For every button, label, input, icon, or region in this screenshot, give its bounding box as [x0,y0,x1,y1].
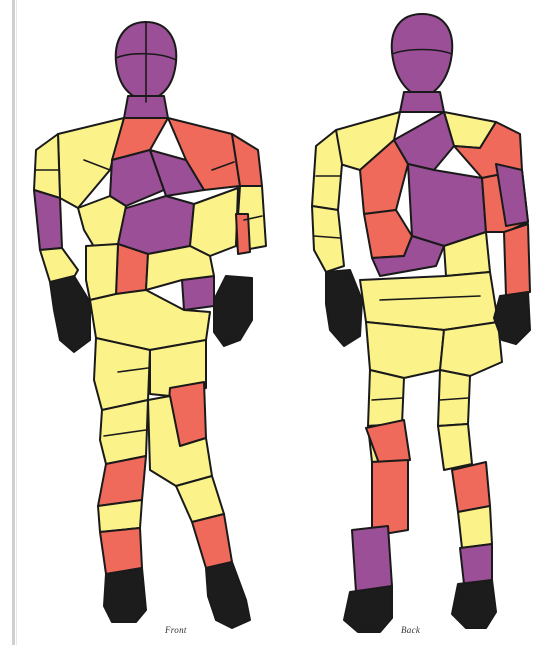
back-calf-right-purple [460,544,492,584]
back-caption: Back [401,625,420,635]
front-hand-right [214,276,252,346]
back-forearm-right [504,224,530,296]
back-hand-left [326,270,362,346]
front-hip-purple [182,276,214,310]
back-buttock-right [440,322,502,376]
back-shin-left-salmon [372,460,408,536]
back-forearm-left [312,206,344,272]
front-hip-salmon [116,244,148,294]
front-caption: Front [165,625,187,635]
front-shin-right-lower [192,514,232,568]
front-upper-arm-left [34,134,60,198]
back-buttock-left [366,322,444,378]
front-knee-left [98,456,146,506]
back-mid-purple [408,164,486,246]
front-abdomen-right [190,188,238,256]
back-mid-left-salmon [364,210,412,258]
front-shin-left-upper [98,500,142,532]
back-thigh-right-lower [438,424,472,470]
back-calf-left-purple [352,526,392,592]
front-hand-left [50,276,90,352]
back-neck [400,92,444,112]
back-shin-right-yellow [458,506,492,548]
front-elbow-left [34,190,62,250]
back-figure [312,14,530,632]
front-abdomen-left [78,196,126,250]
back-foot-left [344,586,392,632]
front-pelvis-left [86,244,118,300]
front-figure [34,22,266,628]
back-foot-right [452,580,496,628]
back-head [392,14,453,98]
front-forearm-right-salmon [236,214,250,254]
front-foot-right [206,562,250,628]
front-foot-left [104,568,146,622]
front-shin-left-lower [100,528,142,574]
back-lower-back [360,272,498,330]
back-knee-right-salmon [452,462,490,512]
back-upper-arm-left [312,130,342,210]
front-thigh-left-upper [94,338,150,410]
front-thigh-left-lower [100,400,148,464]
